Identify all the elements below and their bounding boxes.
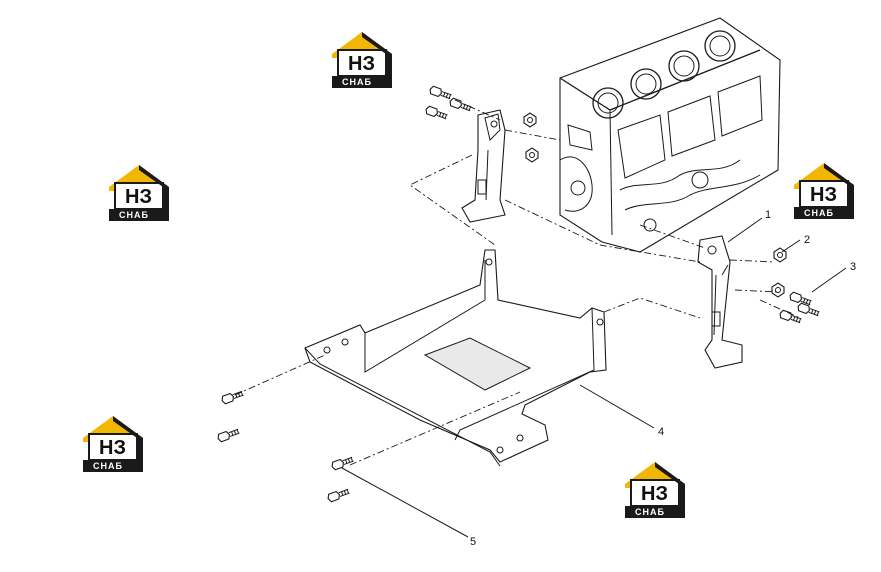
engine-mount-bracket-right [697,235,743,369]
logo-letters: НЗ [348,53,375,75]
callout-5: 5 [470,536,476,548]
engine-block [559,17,781,253]
logo-word: СНАБ [119,210,149,220]
watermark-logo: НЗ СНАБ [108,164,170,222]
leader-lines [341,217,847,538]
callout-2: 2 [804,234,810,246]
callout-3: 3 [850,261,856,273]
watermark-logo: НЗ СНАБ [793,162,855,220]
callout-4: 4 [658,426,664,438]
watermark-logo: НЗ СНАБ [82,415,144,473]
logo-letters: НЗ [810,184,837,206]
logo-word: СНАБ [93,461,123,471]
logo-word: СНАБ [804,208,834,218]
callout-1: 1 [765,209,771,221]
logo-letters: НЗ [99,437,126,459]
logo-word: СНАБ [635,507,665,517]
engine-mount-bracket-left [461,109,506,223]
watermark-logo: НЗ СНАБ [331,31,393,89]
logo-word: СНАБ [342,77,372,87]
assembly-lines [234,99,801,466]
watermark-logo: НЗ СНАБ [624,461,686,519]
logo-letters: НЗ [641,483,668,505]
fastener-group-right [771,247,821,326]
logo-letters: НЗ [125,186,152,208]
support-plate [304,249,607,467]
fastener-group-left [216,388,355,503]
